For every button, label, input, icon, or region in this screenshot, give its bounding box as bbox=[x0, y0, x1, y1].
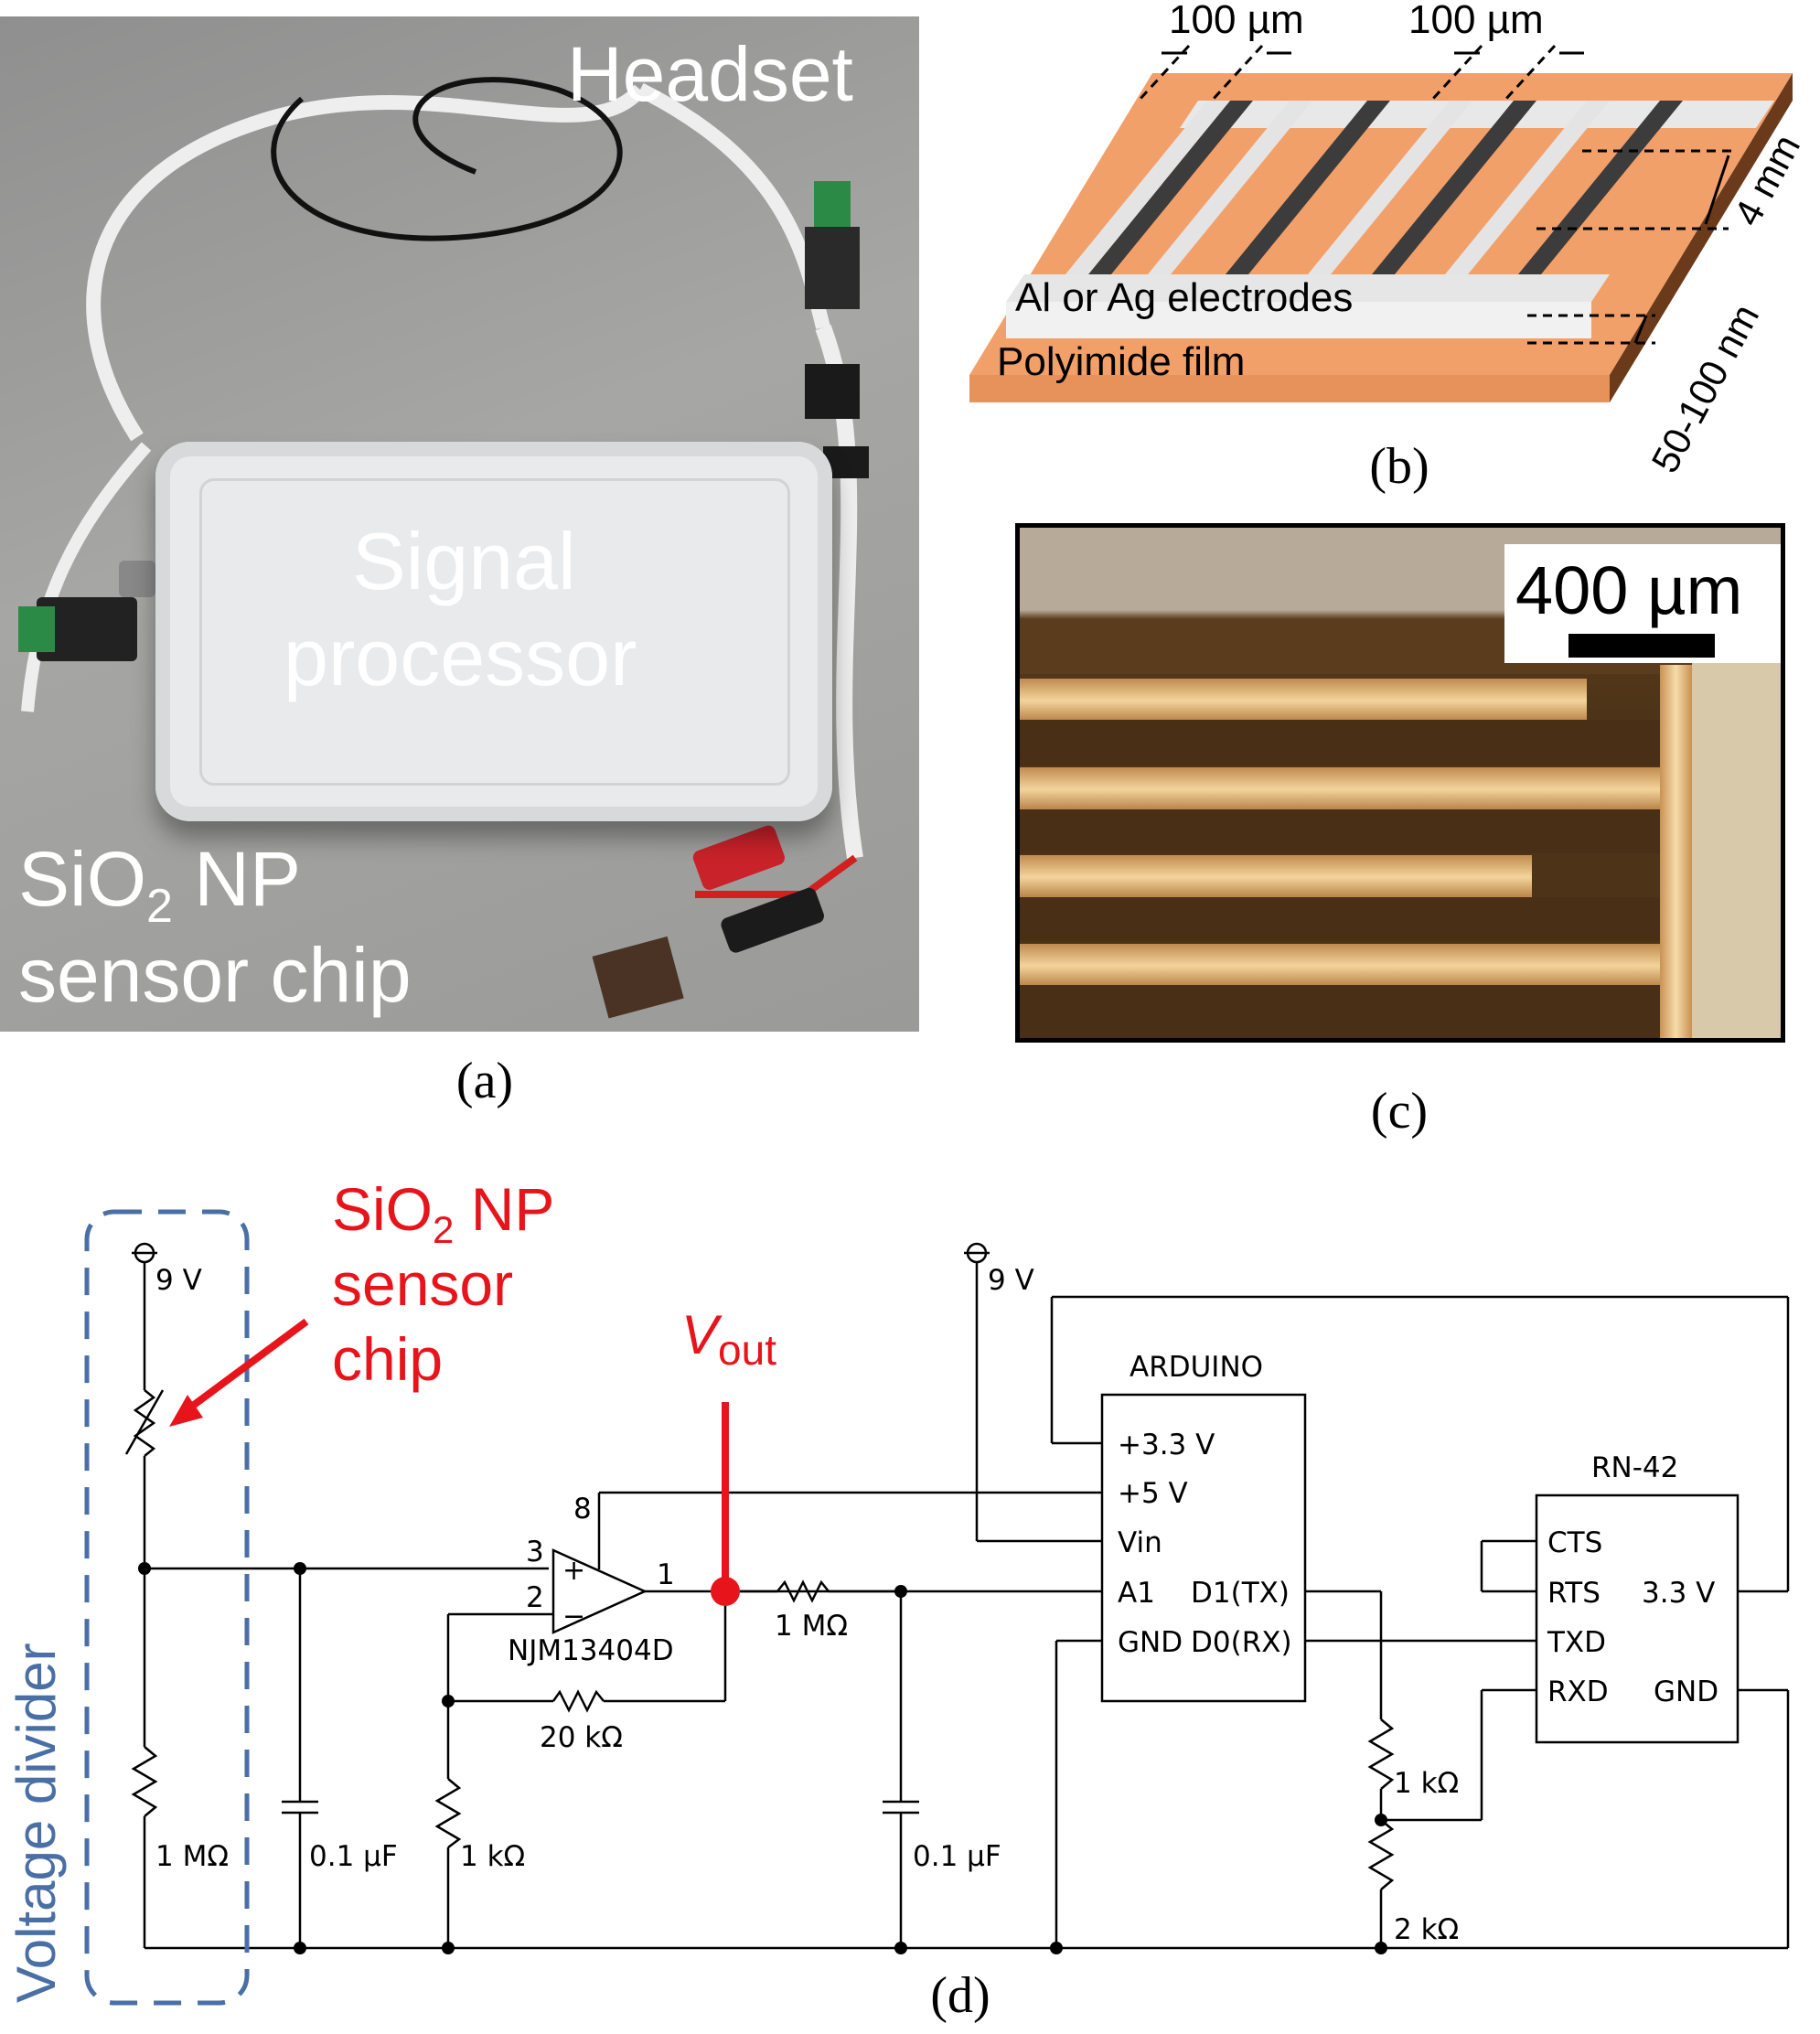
voltage-divider-label: Voltage divider bbox=[5, 1643, 67, 2003]
arduino-pin-5v: +5 V bbox=[1118, 1477, 1188, 1510]
circuit-schematic-d: Voltage divider SiO2 NP sensor chip Vout… bbox=[5, 1175, 1790, 2006]
arduino-pin-3v3: +3.3 V bbox=[1118, 1429, 1215, 1461]
sensor-annotation-line1: SiO2 NP bbox=[332, 1175, 554, 1251]
filter-resistor-label: 1 MΩ bbox=[775, 1610, 848, 1643]
arduino-pin-d1: D1(TX) bbox=[1191, 1577, 1290, 1610]
caption-c: (c) bbox=[1370, 1083, 1429, 1140]
rn42-pin-gnd: GND bbox=[1654, 1675, 1718, 1708]
scale-label: 400 µm bbox=[1515, 552, 1743, 628]
cables-graphic bbox=[18, 77, 869, 1019]
gap-dimension-2: 100 µm bbox=[1408, 0, 1544, 42]
signal-processor-box bbox=[155, 442, 832, 821]
signal-label: Signal bbox=[352, 516, 576, 606]
sensor-annotation-line3: chip bbox=[332, 1325, 443, 1393]
svg-text:−: − bbox=[562, 1600, 585, 1633]
capacitor-2-label: 0.1 µF bbox=[913, 1840, 1001, 1873]
opamp-pin3: 3 bbox=[526, 1536, 544, 1568]
arduino-pin-vin: Vin bbox=[1118, 1526, 1162, 1559]
divider-resistor-label: 1 MΩ bbox=[155, 1840, 229, 1873]
headset-label: Headset bbox=[567, 31, 853, 117]
vout-node bbox=[711, 1577, 740, 1606]
feedback-resistor-label: 20 kΩ bbox=[540, 1721, 623, 1754]
rn42-pin-rxd: RXD bbox=[1547, 1675, 1609, 1708]
micrograph-c: 400 µm bbox=[1015, 523, 1785, 1043]
divider-top-resistor-label: 1 kΩ bbox=[1394, 1767, 1459, 1800]
rn42-pin-rts: RTS bbox=[1547, 1577, 1601, 1610]
opamp-pin1: 1 bbox=[657, 1558, 675, 1591]
photo-panel-a: Headset Signal processor SiO2 NP sensor … bbox=[0, 16, 919, 1032]
supply-mid-label: 9 V bbox=[988, 1264, 1034, 1297]
arduino-pin-gnd: GND bbox=[1118, 1626, 1183, 1659]
rn42-pin-cts: CTS bbox=[1547, 1526, 1602, 1559]
arduino-title: ARDUINO bbox=[1129, 1351, 1263, 1384]
gap-dimension-1: 100 µm bbox=[1169, 0, 1304, 42]
electrodes-label: Al or Ag electrodes bbox=[1015, 275, 1353, 320]
caption-b: (b) bbox=[1369, 438, 1429, 495]
sensor-annotation-line2: sensor bbox=[332, 1250, 513, 1318]
processor-label: processor bbox=[284, 612, 637, 702]
polyimide-label: Polyimide film bbox=[997, 339, 1245, 384]
capacitor-1-label: 0.1 µF bbox=[309, 1840, 398, 1873]
thickness-dimension: 50-100 nm bbox=[1643, 297, 1767, 479]
voltage-divider-box bbox=[84, 1209, 250, 2006]
junction-dots bbox=[138, 1562, 1387, 1954]
scale-bar-box: 400 µm bbox=[1504, 544, 1781, 663]
scale-bar bbox=[1568, 634, 1715, 658]
rn42-pin-3v3: 3.3 V bbox=[1642, 1577, 1715, 1610]
sensor-chip-label-line1: SiO2 NP bbox=[18, 836, 301, 933]
sensor-chip-label-line2: sensor chip bbox=[18, 932, 412, 1018]
caption-a: (a) bbox=[455, 1053, 514, 1109]
rn42-pin-txd: TXD bbox=[1547, 1626, 1606, 1659]
electrode-schematic-b: 100 µm 100 µm 4 mm 50-100 nm Al or Ag el… bbox=[969, 0, 1808, 479]
gain-resistor-label: 1 kΩ bbox=[460, 1840, 525, 1873]
arduino-pin-a1: A1 bbox=[1118, 1577, 1155, 1610]
svg-text:+: + bbox=[562, 1555, 585, 1587]
opamp-label: NJM13404D bbox=[508, 1634, 674, 1667]
supply-left-label: 9 V bbox=[155, 1264, 202, 1297]
opamp-pin2: 2 bbox=[526, 1581, 544, 1614]
vout-label: Vout bbox=[681, 1304, 776, 1374]
divider-bottom-resistor-label: 2 kΩ bbox=[1394, 1913, 1459, 1946]
caption-d: (d) bbox=[930, 1967, 990, 2024]
rn42-title: RN-42 bbox=[1591, 1451, 1678, 1484]
opamp-pin8: 8 bbox=[573, 1493, 592, 1526]
arduino-pin-d0: D0(RX) bbox=[1191, 1626, 1292, 1659]
